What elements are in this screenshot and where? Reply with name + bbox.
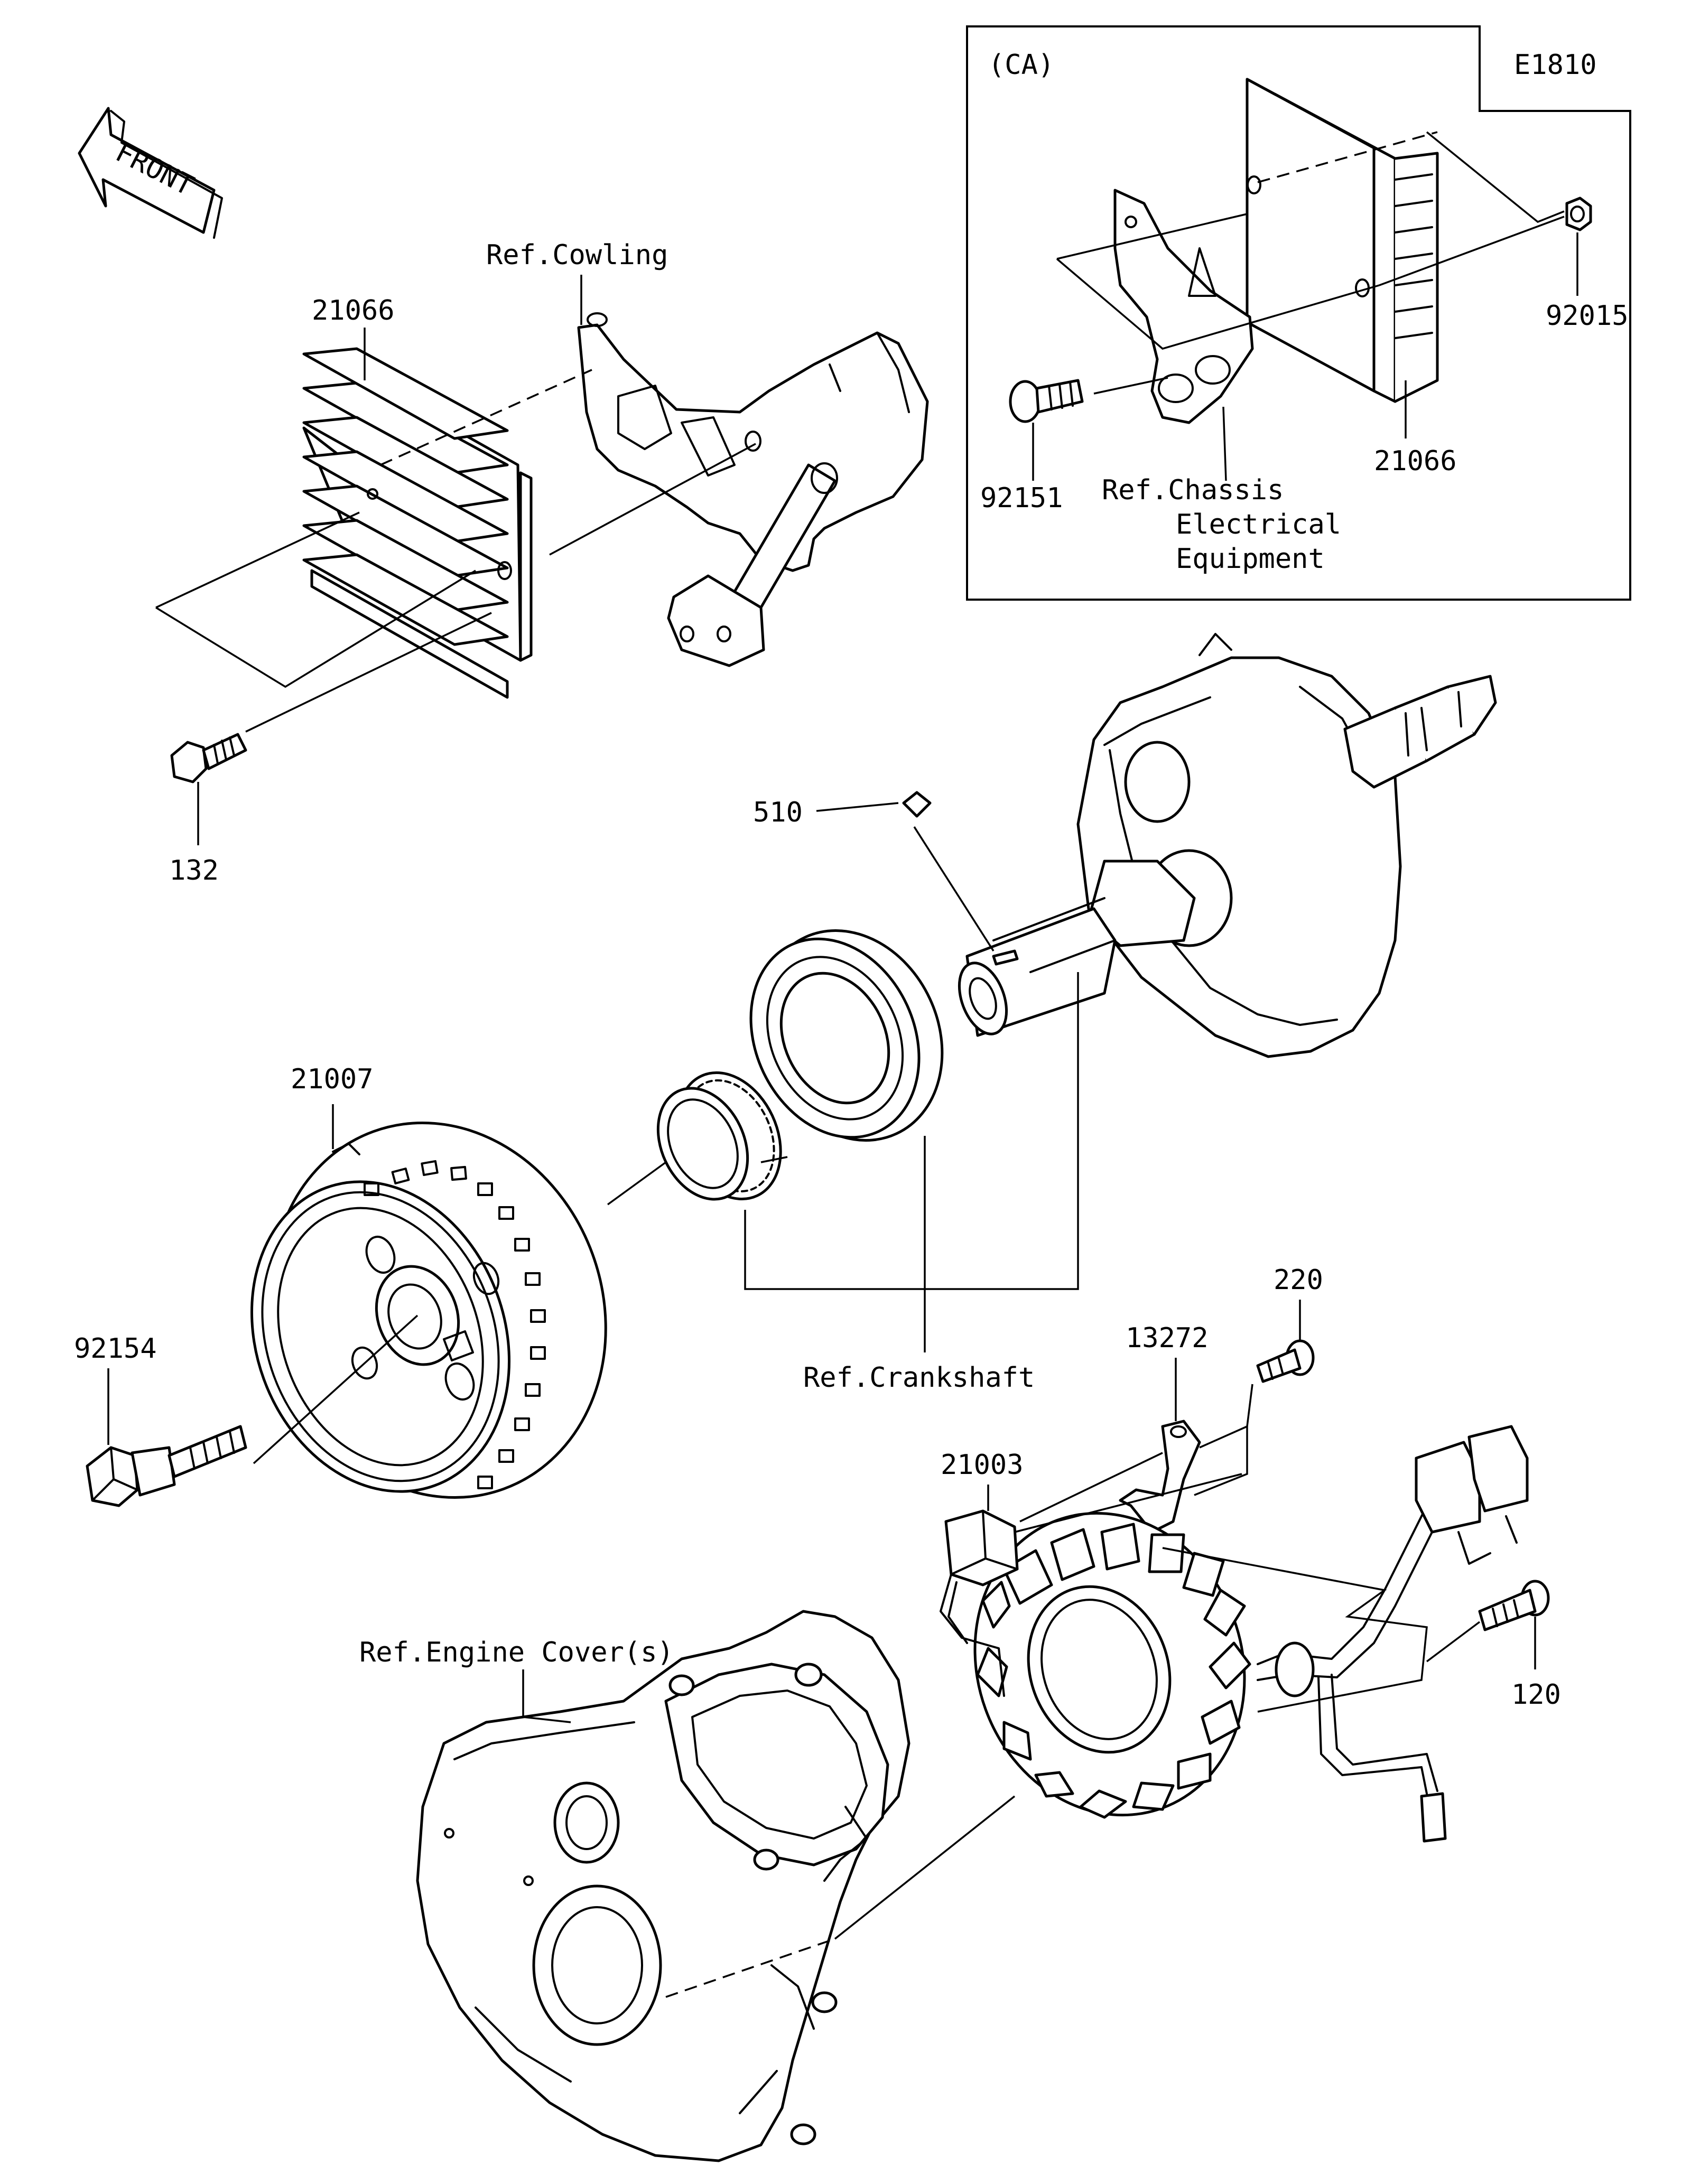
inset-title: (CA) — [988, 49, 1054, 81]
starter-gear-part — [656, 1071, 782, 1201]
front-arrow-icon: FRONT — [78, 107, 223, 239]
bolt-132-part — [170, 733, 247, 783]
engine-cover-part — [416, 1610, 910, 2162]
screw-220-part — [1256, 1339, 1315, 1383]
diagram-code: E1810 — [1514, 49, 1597, 81]
label-92015: 92015 — [1546, 300, 1629, 332]
label-220: 220 — [1274, 1264, 1323, 1296]
inset-frame — [966, 25, 1631, 601]
stator-21003-part — [940, 1425, 1529, 1843]
regulator-21066-part — [302, 347, 533, 699]
ref-chassis-line3: Equipment — [1176, 543, 1325, 575]
screw-92151-part — [1009, 379, 1084, 423]
label-120: 120 — [1511, 1679, 1561, 1711]
label-92151: 92151 — [980, 482, 1063, 514]
inset-ca: (CA) E1810 — [966, 25, 1631, 601]
stator-coils — [976, 1523, 1251, 1819]
label-13272: 13272 — [1126, 1322, 1209, 1354]
label-21066: 21066 — [312, 295, 395, 326]
regulator-inset-part — [1246, 78, 1439, 403]
label-21066-inset: 21066 — [1374, 445, 1457, 477]
key-510-part — [902, 791, 932, 818]
ref-engine-cover: Ref.Engine Cover(s) — [359, 1637, 674, 1668]
label-21007: 21007 — [291, 1063, 374, 1095]
label-510: 510 — [753, 797, 803, 828]
rotor-21007-part — [250, 1121, 607, 1499]
nut-92015-part — [1565, 197, 1592, 231]
cowling-bracket-part — [577, 312, 929, 667]
ref-chassis-line1: Ref.Chassis — [1102, 474, 1284, 506]
ref-chassis-line2: Electrical — [1176, 509, 1341, 540]
crankshaft-part — [958, 633, 1497, 1058]
crankshaft-bearing-part — [749, 929, 944, 1142]
label-132: 132 — [169, 855, 219, 886]
bolt-120-part — [1478, 1580, 1550, 1631]
chassis-bracket-inset — [1113, 189, 1254, 424]
clamp-13272-part — [1119, 1420, 1201, 1534]
rotor-magnet-slots — [364, 1160, 546, 1489]
ref-cowling: Ref.Cowling — [486, 239, 668, 271]
label-21003: 21003 — [941, 1449, 1024, 1481]
bolt-92154-part — [86, 1425, 247, 1507]
label-92154: 92154 — [74, 1333, 157, 1365]
ref-crankshaft: Ref.Crankshaft — [803, 1362, 1035, 1394]
